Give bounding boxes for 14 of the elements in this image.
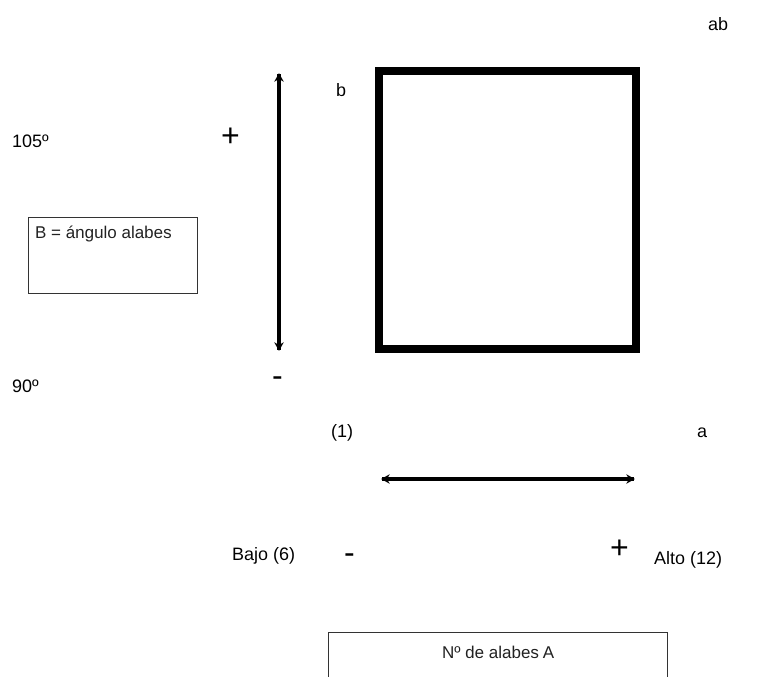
level-label: Bajo (6) — [232, 544, 296, 564]
corner-label: a — [697, 421, 708, 441]
minus-sign: - — [272, 360, 283, 390]
corner-label: (1) — [331, 421, 353, 441]
factor-label-box: Nº de alabes A — [328, 632, 668, 677]
minus-sign: - — [344, 537, 355, 567]
corner-label: b — [336, 80, 346, 100]
plus-sign: + — [221, 120, 240, 150]
level-label: Alto (12) — [654, 548, 722, 568]
factor-label-box: B = ángulo alabes — [28, 217, 198, 294]
level-value: 90º — [12, 376, 39, 396]
corner-label: ab — [708, 14, 728, 34]
level-value: 105º — [12, 131, 49, 151]
plus-sign: + — [610, 532, 629, 562]
